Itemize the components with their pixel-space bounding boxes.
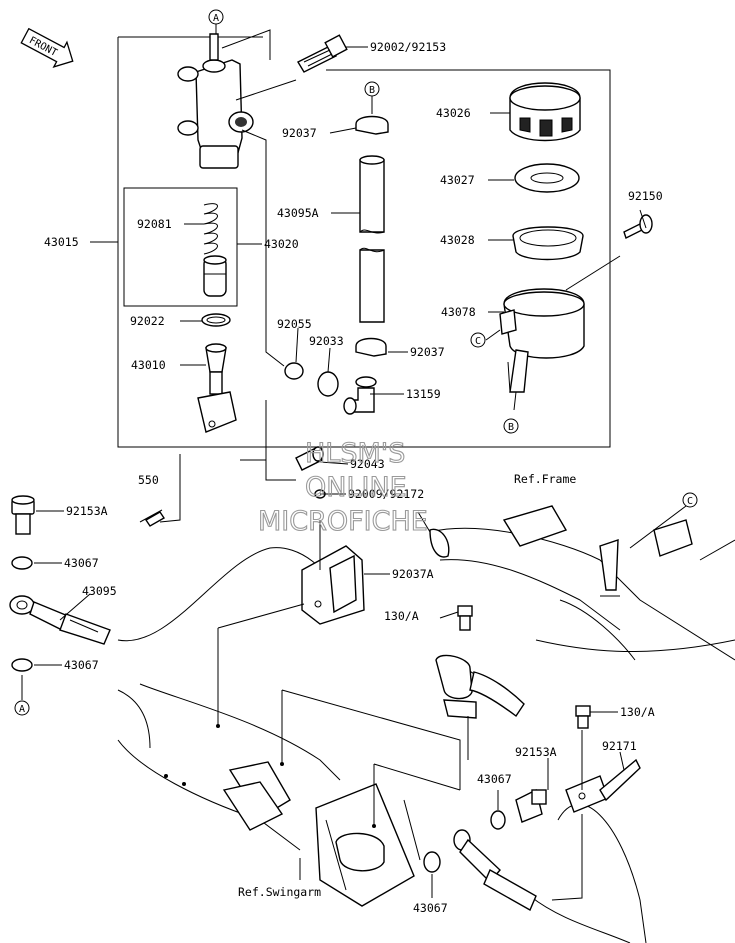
label-92171: 92171	[602, 739, 637, 753]
bolt-92002	[297, 34, 348, 73]
label-43010: 43010	[131, 358, 166, 372]
label-130a-mid: 130/A	[384, 609, 419, 623]
label-ref-frame: Ref.Frame	[514, 472, 576, 486]
label-43015: 43015	[44, 235, 79, 249]
oring-92055	[284, 362, 304, 380]
watermark-line-1: HLSM'S	[305, 438, 405, 469]
elbow-13159	[343, 376, 377, 415]
bracket-92171	[565, 758, 641, 813]
callout-c-frame: C	[682, 492, 698, 508]
hose-end-43095	[9, 595, 111, 645]
label-92081: 92081	[137, 217, 172, 231]
watermark-line-2: ONLINE	[305, 472, 407, 503]
clamp-92037-top	[355, 115, 389, 135]
bolt-92153a-left	[11, 495, 35, 535]
washer-43067-top	[11, 556, 33, 570]
label-92043: 92043	[350, 457, 385, 471]
label-43095a: 43095A	[277, 206, 319, 220]
svg-text:B: B	[369, 85, 375, 96]
label-43095: 43095	[82, 584, 117, 598]
label-92002: 92002/92153	[370, 40, 446, 54]
watermark: HLSM'S ONLINE MICROFICHE	[257, 437, 428, 537]
label-43067-mid: 43067	[477, 772, 512, 786]
label-43026: 43026	[436, 106, 471, 120]
label-550: 550	[138, 473, 159, 487]
screw-92150	[623, 214, 653, 239]
piston-43020	[203, 255, 227, 297]
assembly-box-main	[117, 36, 611, 448]
cotter-pin-550	[139, 509, 165, 527]
leader-lines	[34, 46, 687, 898]
part-labels: 92002/92153 92037 43026 43027 92150 4309…	[44, 40, 663, 915]
bolt-130a-right	[575, 705, 591, 729]
alignment-lines	[217, 520, 583, 901]
callouts: A B C B C A	[14, 9, 698, 716]
label-92022: 92022	[130, 314, 165, 328]
label-92037a: 92037A	[392, 567, 434, 581]
hose-banjo-right	[453, 829, 537, 911]
label-92153a-left: 92153A	[66, 504, 108, 518]
reservoir-43078	[499, 288, 585, 393]
label-43067-bottom: 43067	[413, 901, 448, 915]
watermark-line-3: MICROFICHE	[258, 506, 428, 537]
diaphragm-43028	[512, 226, 584, 261]
label-43020: 43020	[264, 237, 299, 251]
label-43067-left: 43067	[64, 658, 99, 672]
label-43078: 43078	[441, 305, 476, 319]
callout-a-top: A	[208, 9, 224, 25]
svg-text:A: A	[213, 13, 219, 24]
label-130a-right: 130/A	[620, 705, 655, 719]
svg-text:B: B	[508, 422, 514, 433]
svg-text:A: A	[19, 704, 25, 715]
circlip-92022	[201, 313, 231, 327]
washer-43067-mid	[490, 810, 506, 830]
assembly-box-inner	[123, 187, 238, 307]
label-92150: 92150	[628, 189, 663, 203]
hose-clamp-mid	[435, 654, 525, 719]
label-92037-top: 92037	[282, 126, 317, 140]
spring-92081	[203, 203, 218, 255]
bolt-130a-mid	[457, 605, 473, 631]
pushrod-43010	[197, 343, 237, 433]
label-92009: 92009/92172	[348, 487, 424, 501]
pin-92043	[295, 446, 324, 471]
frame	[429, 505, 735, 661]
label-13159: 13159	[406, 387, 441, 401]
bolt-92153a-right	[515, 788, 547, 823]
label-43028: 43028	[440, 233, 475, 247]
label-ref-swingarm: Ref.Swingarm	[238, 885, 321, 899]
washer-43067-left	[11, 658, 33, 672]
master-cylinder-body	[177, 29, 271, 169]
callout-c-reservoir: C	[470, 332, 486, 348]
label-43027: 43027	[440, 173, 475, 187]
svg-text:C: C	[475, 336, 481, 347]
callout-b-bottom: B	[503, 418, 519, 434]
callout-a-bottom: A	[14, 700, 30, 716]
circlip-92033	[317, 371, 339, 397]
callout-b-top: B	[364, 81, 380, 97]
front-arrow: FRONT	[20, 27, 74, 69]
clamp-92037-mid	[355, 337, 387, 357]
reservoir-cap-43026	[509, 82, 581, 142]
svg-text:C: C	[687, 496, 693, 507]
washer-43067-bottom	[423, 851, 441, 873]
label-92055: 92055	[277, 317, 312, 331]
label-92153a-right: 92153A	[515, 745, 557, 759]
hose-43095a	[359, 155, 385, 323]
label-92037-mid: 92037	[410, 345, 445, 359]
label-92033: 92033	[309, 334, 344, 348]
swingarm	[117, 683, 421, 907]
guide-92037a	[301, 545, 365, 625]
label-43067-top: 43067	[64, 556, 99, 570]
